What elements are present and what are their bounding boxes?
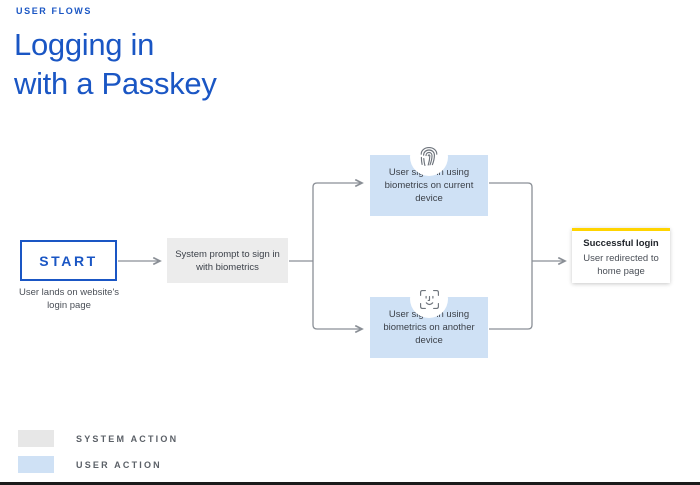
legend-user-action: USER ACTION (18, 456, 162, 473)
system-prompt-node: System prompt to sign in with biometrics (167, 238, 288, 283)
system-prompt-text: System prompt to sign in with biometrics (175, 248, 280, 273)
success-subtitle: User redirected to home page (583, 253, 659, 277)
legend-label-system: SYSTEM ACTION (76, 433, 179, 444)
start-label: START (39, 252, 98, 269)
page-title: Logging in with a Passkey (14, 25, 217, 103)
page-title-line-2: with a Passkey (14, 66, 217, 101)
success-node: Successful login User redirected to home… (572, 228, 670, 283)
face-id-icon (410, 280, 448, 318)
fingerprint-icon (410, 138, 448, 176)
legend-swatch-user (18, 456, 54, 473)
page-title-line-1: Logging in (14, 27, 155, 62)
success-title: Successful login (583, 238, 659, 249)
legend-swatch-system (18, 430, 54, 447)
start-caption: User lands on website's login page (18, 287, 120, 311)
start-node: START (20, 240, 117, 281)
legend-label-user: USER ACTION (76, 459, 162, 470)
legend-system-action: SYSTEM ACTION (18, 430, 178, 447)
eyebrow-label: USER FLOWS (16, 6, 92, 16)
